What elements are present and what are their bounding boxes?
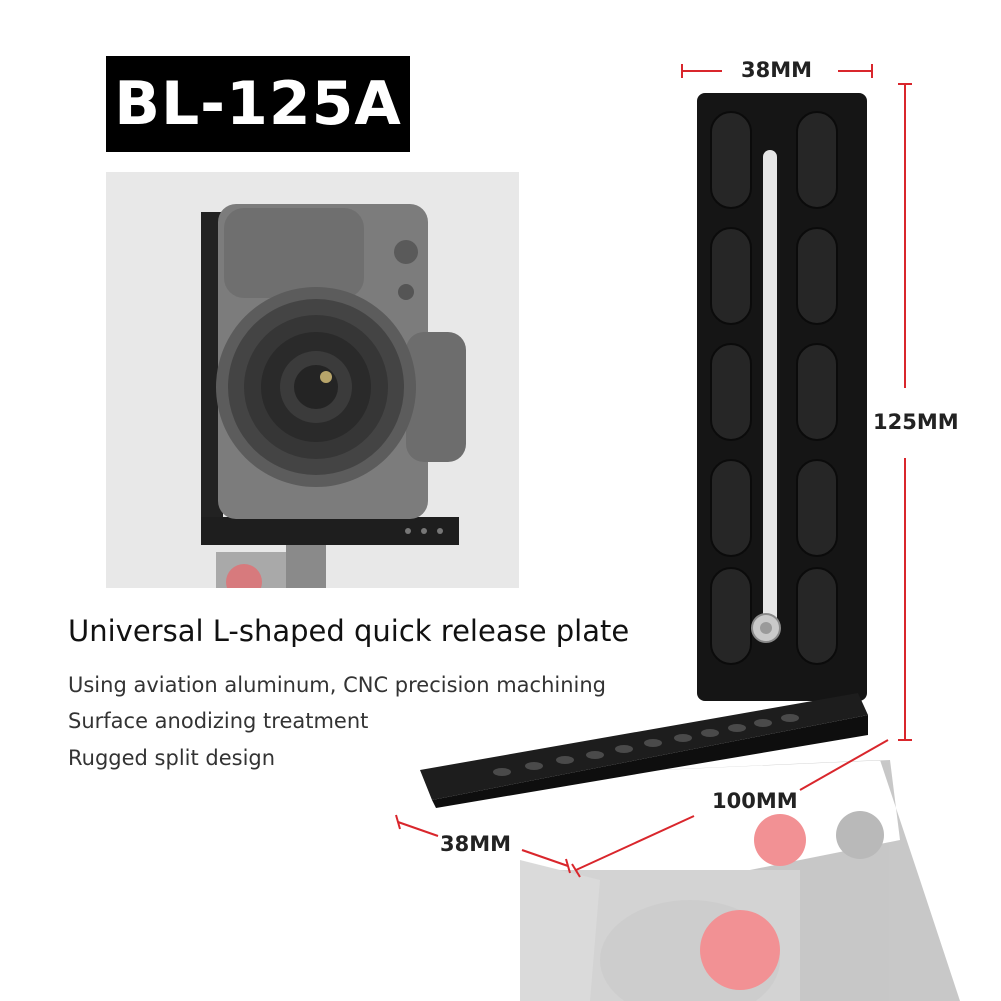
model-name: BL-125A — [114, 69, 402, 139]
feature-item: Surface anodizing treatment — [68, 709, 369, 733]
feature-item: Using aviation aluminum, CNC precision m… — [68, 673, 607, 697]
product-headline: Universal L-shaped quick release plate — [68, 614, 630, 648]
tripod-head — [430, 760, 960, 1001]
camera-illustration — [106, 172, 519, 588]
camera-mounted-photo — [106, 172, 519, 588]
dimension-height: 125MM — [873, 410, 959, 434]
mounting-slot — [763, 150, 777, 625]
model-badge: BL-125A — [106, 56, 410, 152]
feature-item: Rugged split design — [68, 746, 276, 770]
dimension-top-width: 38MM — [741, 58, 813, 82]
dimension-base-depth: 38MM — [440, 832, 512, 856]
dimension-lines — [395, 64, 912, 878]
base-plate — [420, 693, 868, 800]
dimension-base-length: 100MM — [712, 789, 798, 813]
